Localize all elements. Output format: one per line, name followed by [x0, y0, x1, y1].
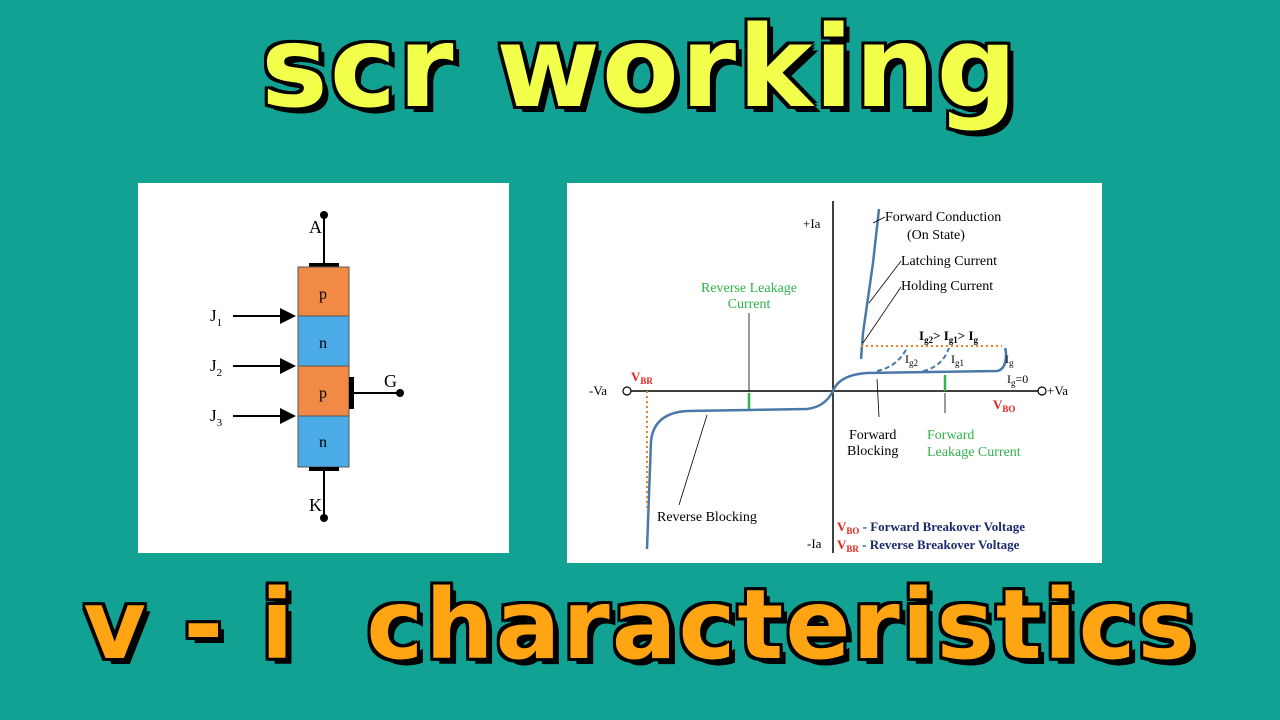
junction-label-j2: J2	[210, 356, 222, 379]
anode-terminal	[320, 211, 328, 219]
forward-blocking-label-line2: Blocking	[847, 444, 898, 459]
junction-label-j3: J3	[210, 406, 223, 429]
vi-characteristics-graph: +Ia -Ia -Va +Va Forward Conduction (On S…	[589, 201, 1068, 554]
ig-relation-label: Ig2> Ig1> Ig	[919, 328, 979, 345]
ig-zero-label: Ig=0	[1007, 372, 1028, 388]
reverse-blocking-pointer	[678, 414, 708, 506]
page-subtitle: v - i characteristics	[83, 569, 1197, 681]
vbr-label: VBR	[631, 369, 653, 386]
scr-structure-panel: A p n p n G K J1 J2 J3	[138, 183, 509, 553]
forward-conduction-pointer	[872, 216, 886, 224]
axis-label-pos-ia: +Ia	[803, 216, 821, 231]
forward-leakage-label-line2: Leakage Current	[927, 445, 1021, 460]
forward-conduction-label: Forward Conduction	[885, 210, 1001, 225]
on-state-label: (On State)	[907, 228, 965, 243]
n-layer-2	[297, 415, 350, 468]
cathode-terminal	[320, 514, 328, 522]
legend-vbr: VBR - Reverse Breakover Voltage	[837, 537, 1020, 554]
latching-current-label: Latching Current	[901, 254, 997, 269]
scr-structure-diagram: A p n p n G K J1 J2 J3	[210, 211, 404, 522]
page-title: scr working	[261, 3, 1019, 133]
forward-blocking-pointer	[876, 378, 880, 418]
x-axis-pos-end	[1037, 386, 1047, 396]
layer-label-n2: n	[319, 434, 327, 451]
gate-label: G	[384, 371, 397, 391]
layer-label-p2: p	[319, 385, 327, 402]
legend-vbo: VBO - Forward Breakover Voltage	[837, 519, 1025, 536]
reverse-leakage-label-line1: Reverse Leakage	[701, 281, 797, 296]
cathode-contact	[309, 467, 339, 471]
anode-label: A	[309, 217, 322, 237]
holding-current-label: Holding Current	[901, 279, 993, 294]
axis-label-neg-ia: -Ia	[807, 536, 822, 551]
ig1-label: Ig1	[951, 352, 964, 368]
layer-label-p1: p	[319, 286, 327, 303]
latching-current-pointer	[868, 260, 902, 304]
vi-curve-main	[645, 362, 1007, 550]
gate-contact	[349, 377, 354, 409]
axis-label-pos-va: +Va	[1047, 383, 1068, 398]
p-layer-2	[297, 365, 350, 417]
vi-characteristics-panel: +Ia -Ia -Va +Va Forward Conduction (On S…	[567, 183, 1102, 563]
cathode-label: K	[309, 495, 322, 515]
vbo-label: VBO	[993, 397, 1015, 414]
gate-terminal	[396, 389, 404, 397]
axis-label-neg-va: -Va	[589, 383, 607, 398]
forward-blocking-label-line1: Forward	[849, 428, 896, 443]
ig1-dashed-curve	[922, 347, 950, 372]
layer-label-n1: n	[319, 335, 327, 352]
forward-leakage-label-line1: Forward	[927, 428, 974, 443]
forward-conduction-curve	[859, 208, 881, 360]
anode-contact	[309, 263, 339, 267]
ig-zero-jump	[1003, 347, 1008, 364]
x-axis-neg-end	[622, 386, 632, 396]
ig-label: Ig	[1005, 352, 1014, 368]
reverse-blocking-label: Reverse Blocking	[657, 510, 757, 525]
junction-label-j1: J1	[210, 306, 222, 329]
ig2-label: Ig2	[905, 352, 918, 368]
reverse-leakage-label-line2: Current	[728, 297, 771, 312]
ig2-dashed-curve	[876, 347, 908, 372]
p-layer-1	[297, 266, 350, 317]
holding-current-pointer	[862, 286, 902, 344]
